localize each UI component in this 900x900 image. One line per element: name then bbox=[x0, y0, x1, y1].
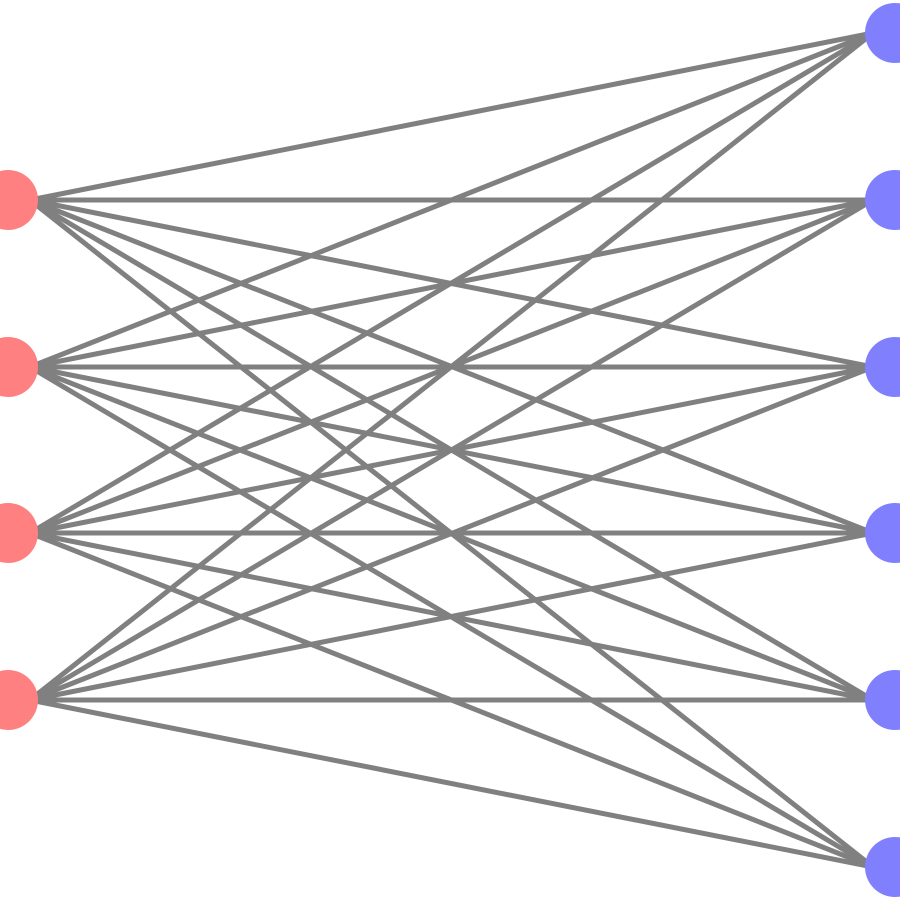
edge-L2-R1 bbox=[27, 30, 876, 370]
edge-L4-R2 bbox=[27, 197, 876, 703]
left-node-L2 bbox=[0, 337, 38, 397]
right-node-R2 bbox=[865, 170, 900, 230]
node-layer bbox=[0, 3, 900, 897]
left-node-L4 bbox=[0, 670, 38, 730]
left-node-L1 bbox=[0, 170, 38, 230]
edge-L4-R6 bbox=[27, 697, 876, 870]
edge-L4-R3 bbox=[27, 364, 876, 703]
edge-L3-R1 bbox=[27, 30, 876, 536]
right-node-R1 bbox=[865, 3, 900, 63]
right-node-R3 bbox=[865, 337, 900, 397]
right-node-R4 bbox=[865, 503, 900, 563]
edge-L4-R4 bbox=[27, 530, 876, 703]
right-node-R5 bbox=[865, 670, 900, 730]
edge-L1-R1 bbox=[27, 30, 876, 203]
edge-L4-R1 bbox=[27, 30, 876, 703]
right-node-R6 bbox=[865, 837, 900, 897]
edge-layer bbox=[27, 30, 876, 870]
left-node-L3 bbox=[0, 503, 38, 563]
